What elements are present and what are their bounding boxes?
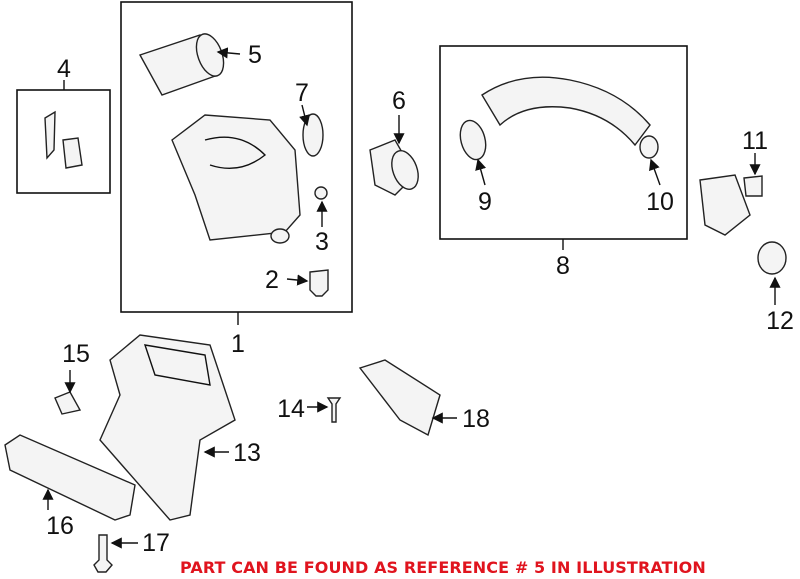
callout-2: 2: [265, 266, 279, 294]
callout-7: 7: [295, 79, 309, 107]
callout-13: 13: [233, 439, 261, 467]
callout-8: 8: [556, 252, 570, 280]
callout-18: 18: [462, 405, 490, 433]
callout-3: 3: [315, 228, 329, 256]
air-guide: [4, 434, 136, 521]
callout-4: 4: [57, 55, 71, 83]
callout-6: 6: [392, 87, 406, 115]
clip: [314, 186, 328, 200]
callout-9: 9: [478, 188, 492, 216]
callout-14: 14: [277, 395, 305, 423]
grommet: [309, 269, 329, 297]
air-duct: [99, 334, 236, 521]
screw: [326, 397, 342, 423]
bolt: [93, 534, 113, 573]
intake-hose: [459, 76, 659, 161]
air-filter-element: [138, 33, 225, 96]
callout-5: 5: [248, 41, 262, 69]
callout-12: 12: [766, 307, 794, 335]
reference-note: PART CAN BE FOUND AS REFERENCE # 5 IN IL…: [180, 558, 706, 577]
air-cleaner-housing: [171, 114, 301, 244]
air-inlet-grille: [358, 359, 441, 437]
callout-10: 10: [646, 188, 674, 216]
callout-15: 15: [62, 340, 90, 368]
callout-11: 11: [742, 127, 768, 155]
callout-16: 16: [46, 512, 74, 540]
throttle-adapter: [699, 174, 787, 275]
callout-17: 17: [142, 529, 170, 557]
bracket-parts: [44, 110, 83, 169]
callout-1: 1: [231, 330, 245, 358]
air-cleaner-assembly-box: [120, 1, 353, 313]
clip-15: [54, 391, 82, 415]
mass-air-flow-sensor: [369, 139, 419, 196]
